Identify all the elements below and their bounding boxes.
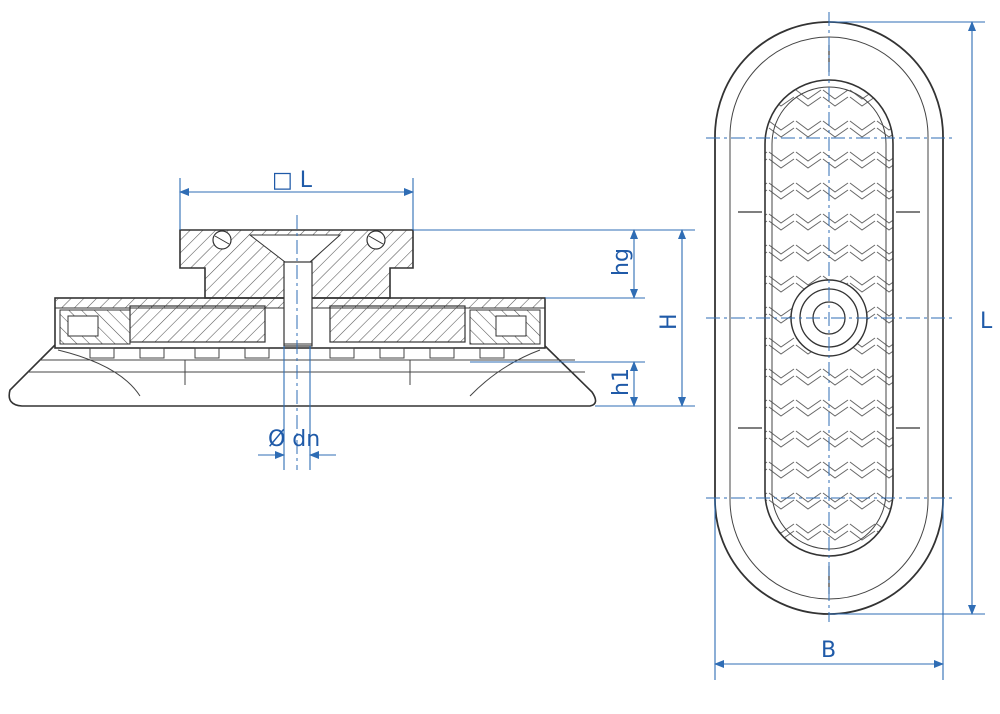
h1-label: h1 (609, 368, 634, 396)
B-label: B (821, 638, 836, 663)
central-bore (283, 261, 313, 347)
suction-lip (8, 344, 597, 407)
H-label: H (657, 313, 682, 330)
diameter-dn-label: Ø dn (268, 427, 320, 452)
hg-label: hg (609, 248, 634, 276)
side-section-view: □ L hg H h1 Ø dn (8, 168, 695, 470)
L-label: L (980, 309, 993, 334)
square-l-label: □ L (272, 168, 313, 193)
top-view: L B (706, 12, 993, 680)
